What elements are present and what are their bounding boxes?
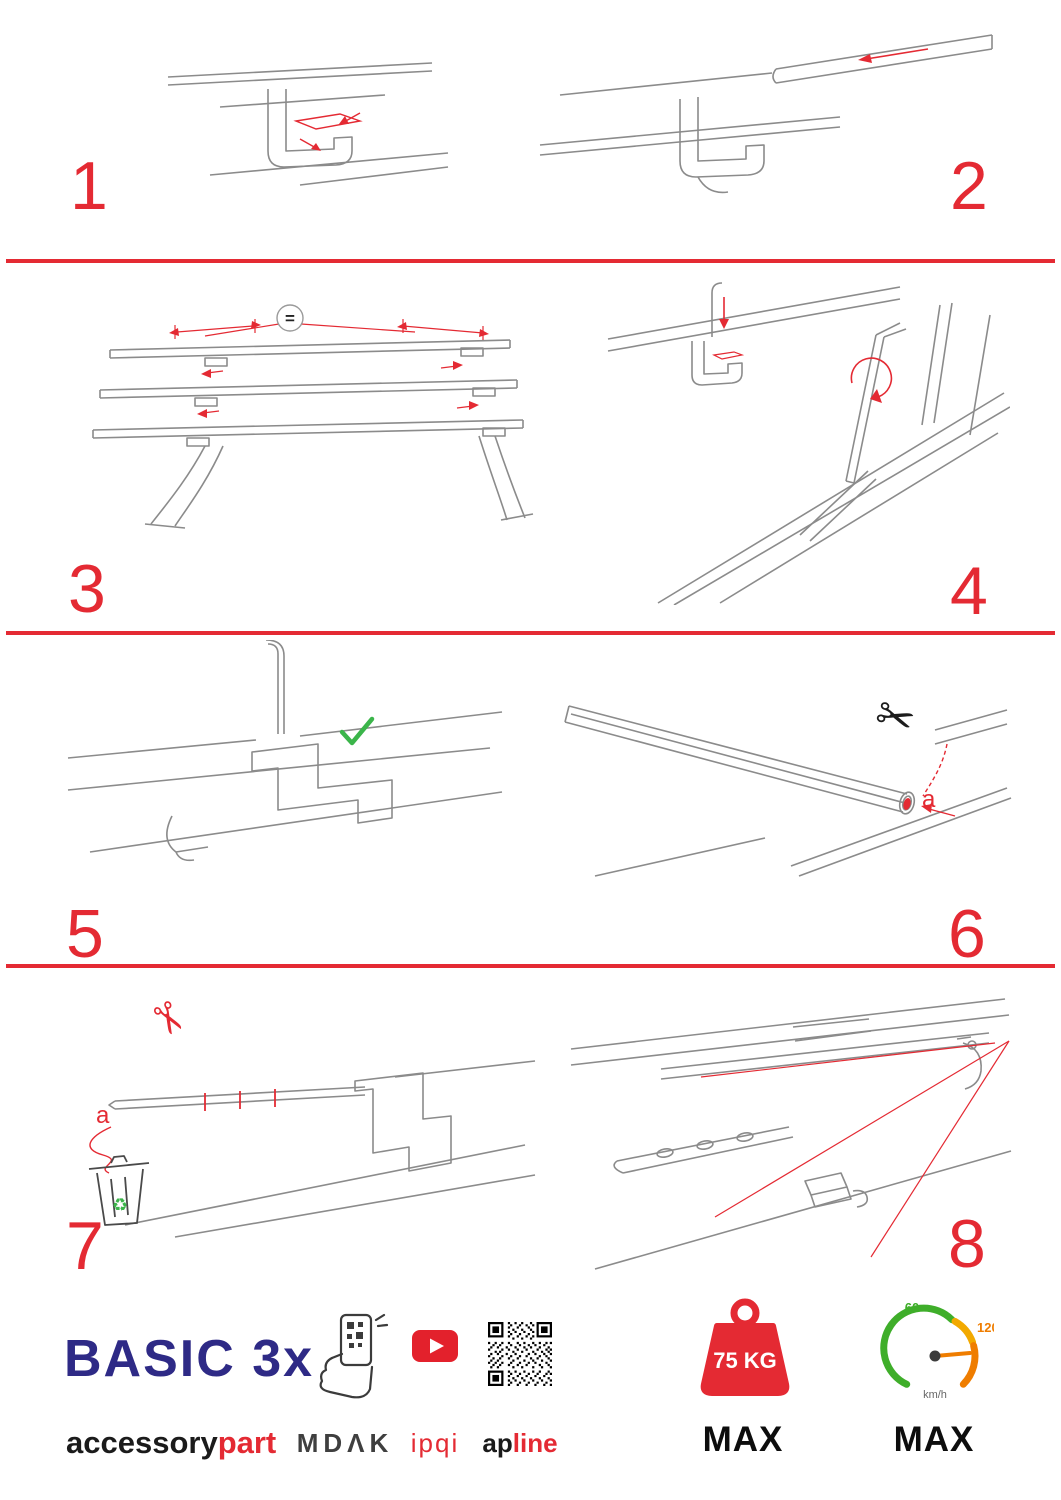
logo-line: line (512, 1428, 558, 1458)
step6-illustration (564, 705, 1012, 877)
step7-illustration: ♻ (88, 1060, 536, 1238)
equal-sign: = (285, 309, 295, 328)
brand-part: part (217, 1425, 277, 1460)
step3-number: 3 (68, 551, 106, 627)
step8-alignment-lines (700, 1040, 1010, 1258)
step2-illustration (539, 34, 993, 194)
step5-number: 5 (66, 896, 104, 972)
speedometer-icon: 60 120 km/h (880, 1300, 994, 1401)
weight-limit-icon: 75 KG (700, 1298, 790, 1396)
youtube-icon (412, 1330, 458, 1362)
step7-label-a: a (96, 1102, 110, 1129)
step8-number: 8 (948, 1206, 986, 1282)
step6-label-a: a (922, 786, 936, 813)
step6-number: 6 (948, 896, 986, 972)
speed-unit-label: km/h (923, 1389, 947, 1401)
speed-120-label: 120 (977, 1320, 994, 1335)
logo-apline: apline (480, 1430, 560, 1456)
qr-code-icon (488, 1322, 552, 1386)
step7-cut-ticks (204, 1089, 276, 1111)
logo-ap: ap (482, 1428, 513, 1458)
step2-number: 2 (950, 148, 988, 224)
step5-illustration (67, 640, 503, 862)
step4-illustration (607, 282, 1010, 605)
step2-slide-arrow (865, 48, 929, 60)
step4-red-marks (712, 297, 893, 398)
weight-value: 75 KG (713, 1348, 777, 1373)
phone-qr-scan-icon (319, 1313, 389, 1399)
section-divider-2 (6, 631, 1055, 635)
recycle-icon: ♻ (112, 1195, 128, 1215)
trash-bin-icon (88, 1155, 150, 1226)
section-divider-3 (6, 964, 1055, 968)
speed-max-label: MAX (893, 1420, 975, 1459)
step6-cut-line (922, 743, 948, 797)
logo-mdak: MDΛK (296, 1428, 394, 1458)
step1-illustration (167, 62, 449, 186)
brand-wordmark: accessorypart (66, 1427, 276, 1458)
equal-spacing-badge (276, 304, 304, 332)
step7-number: 7 (66, 1208, 104, 1284)
step6-cut-piece (903, 798, 911, 810)
section-divider-1 (6, 259, 1055, 263)
check-icon (339, 716, 375, 746)
step4-number: 4 (950, 553, 988, 629)
weight-max-label: MAX (702, 1420, 784, 1459)
step3-spacing-marks (174, 319, 484, 414)
speed-60-label: 60 (905, 1300, 919, 1315)
step1-insert-pad (293, 112, 363, 149)
step1-number: 1 (70, 148, 108, 224)
product-name: BASIC 3x (64, 1330, 315, 1388)
step3-illustration: = (92, 304, 534, 529)
brand-accessory: accessory (66, 1425, 218, 1460)
step7-discard-line (89, 1126, 112, 1174)
logo-ipqi: ipqi (410, 1428, 460, 1458)
step8-illustration (570, 998, 1012, 1270)
